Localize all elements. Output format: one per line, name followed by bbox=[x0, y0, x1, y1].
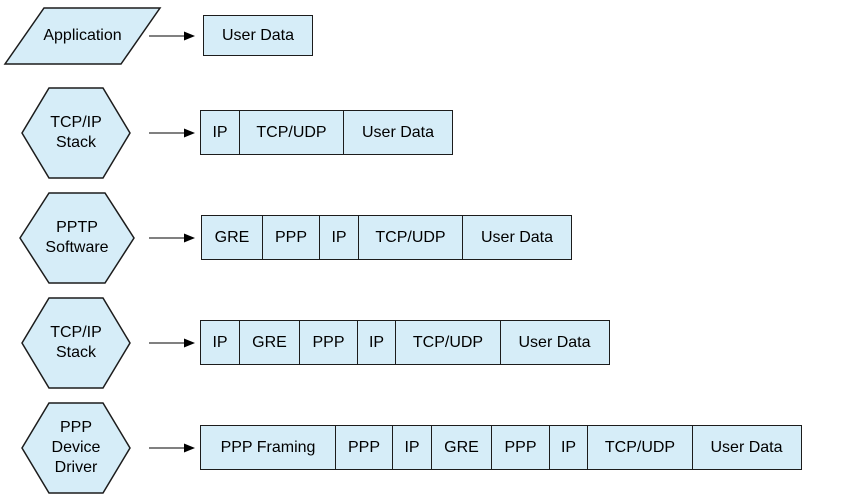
packet-segment-label: User Data bbox=[480, 228, 554, 246]
stage-label: TCP/IP Stack bbox=[22, 298, 130, 388]
packet-segment-gre: GRE bbox=[430, 425, 493, 470]
packet-segment-label: IP bbox=[212, 123, 228, 141]
flow-arrow bbox=[149, 29, 195, 47]
packet-row: User Data bbox=[203, 15, 313, 56]
packet-segment-user-data: User Data bbox=[499, 320, 610, 365]
stage-label: Application bbox=[5, 8, 160, 64]
stage-label-line: Driver bbox=[54, 459, 98, 476]
stage-tcp-ip-stack: TCP/IP Stack bbox=[21, 87, 131, 179]
packet-segment-label: PPP bbox=[274, 228, 307, 246]
packet-segment-ppp: PPP bbox=[299, 320, 358, 365]
packet-segment-ip: IP bbox=[200, 320, 240, 365]
packet-segment-label: GRE bbox=[444, 438, 479, 456]
packet-segment-user-data: User Data bbox=[343, 110, 453, 155]
packet-segment-label: PPP Framing bbox=[220, 438, 316, 456]
packet-segment-label: TCP/UDP bbox=[375, 228, 446, 246]
packet-segment-label: PPP bbox=[347, 438, 380, 456]
packet-segment-label: PPP bbox=[312, 333, 345, 351]
flow-arrow bbox=[149, 441, 195, 459]
packet-segment-tcp-udp: TCP/UDP bbox=[238, 110, 345, 155]
right-arrow-icon bbox=[149, 233, 195, 243]
packet-segment-ip: IP bbox=[392, 425, 432, 470]
packet-segment-user-data: User Data bbox=[691, 425, 802, 470]
packet-segment-label: IP bbox=[368, 333, 385, 351]
packet-segment-label: User Data bbox=[361, 123, 435, 141]
packet-segment-gre: GRE bbox=[238, 320, 301, 365]
packet-segment-label: GRE bbox=[252, 333, 287, 351]
packet-segment-ppp-framing: PPP Framing bbox=[200, 425, 336, 470]
stage-label-line: PPP bbox=[59, 419, 92, 436]
stage-label-line: Device bbox=[51, 439, 101, 456]
packet-row: IP GRE PPP IP TCP/UDP User Data bbox=[200, 320, 610, 365]
packet-segment-ip: IP bbox=[356, 320, 397, 365]
stage-label-line: TCP/IP bbox=[50, 324, 102, 341]
right-arrow-icon bbox=[149, 443, 195, 453]
right-arrow-icon bbox=[149, 338, 195, 348]
packet-segment-label: GRE bbox=[214, 228, 250, 246]
stage-label-line: PPTP bbox=[56, 219, 98, 236]
stage-label-line: Software bbox=[45, 239, 109, 256]
packet-segment-label: TCP/UDP bbox=[256, 123, 327, 141]
hexagon-shape bbox=[21, 402, 131, 494]
packet-segment-label: IP bbox=[404, 438, 420, 456]
packet-segment-label: IP bbox=[212, 333, 228, 351]
packet-segment-label: TCP/UDP bbox=[604, 438, 676, 456]
stage-application: Application bbox=[3, 7, 162, 65]
packet-segment-ip: IP bbox=[548, 425, 589, 470]
stage-label-line: Stack bbox=[55, 134, 96, 151]
stage-label-line: Stack bbox=[55, 344, 96, 361]
packet-segment-label: PPP bbox=[504, 438, 537, 456]
packet-segment-user-data: User Data bbox=[203, 15, 313, 56]
stage-tcp-ip-stack: TCP/IP Stack bbox=[21, 297, 131, 389]
packet-segment-ip: IP bbox=[319, 215, 359, 260]
packet-segment-ppp: PPP bbox=[491, 425, 550, 470]
stage-pptp-software: PPTP Software bbox=[19, 192, 135, 284]
packet-segment-ip: IP bbox=[200, 110, 240, 155]
packet-segment-gre: GRE bbox=[201, 215, 263, 260]
packet-row: IP TCP/UDP User Data bbox=[200, 110, 453, 155]
hexagon-shape bbox=[19, 192, 135, 284]
right-arrow-icon bbox=[149, 128, 195, 138]
stage-label: PPTP Software bbox=[20, 193, 134, 283]
packet-segment-label: IP bbox=[331, 228, 347, 246]
packet-segment-tcp-udp: TCP/UDP bbox=[587, 425, 693, 470]
packet-segment-ppp: PPP bbox=[334, 425, 394, 470]
packet-segment-tcp-udp: TCP/UDP bbox=[395, 320, 501, 365]
parallelogram-shape bbox=[3, 7, 162, 65]
flow-arrow bbox=[149, 336, 195, 354]
packet-segment-label: IP bbox=[560, 438, 577, 456]
hexagon-shape bbox=[21, 87, 131, 179]
packet-segment-label: User Data bbox=[221, 26, 295, 44]
packet-row: GRE PPP IP TCP/UDP User Data bbox=[201, 215, 572, 260]
packet-segment-user-data: User Data bbox=[462, 215, 572, 260]
packet-segment-tcp-udp: TCP/UDP bbox=[357, 215, 464, 260]
flow-arrow bbox=[149, 231, 195, 249]
packet-segment-label: TCP/UDP bbox=[412, 333, 484, 351]
packet-segment-ppp: PPP bbox=[261, 215, 321, 260]
right-arrow-icon bbox=[149, 31, 195, 41]
stage-label-line: TCP/IP bbox=[50, 114, 102, 131]
packet-row: PPP Framing PPP IP GRE PPP IP TCP/UDP User Data bbox=[200, 425, 802, 470]
packet-segment-label: User Data bbox=[518, 333, 591, 351]
stage-label: TCP/IP Stack bbox=[22, 88, 130, 178]
stage-label-line: Application bbox=[43, 27, 122, 44]
flow-arrow bbox=[149, 126, 195, 144]
hexagon-shape bbox=[21, 297, 131, 389]
packet-segment-label: User Data bbox=[710, 438, 783, 456]
